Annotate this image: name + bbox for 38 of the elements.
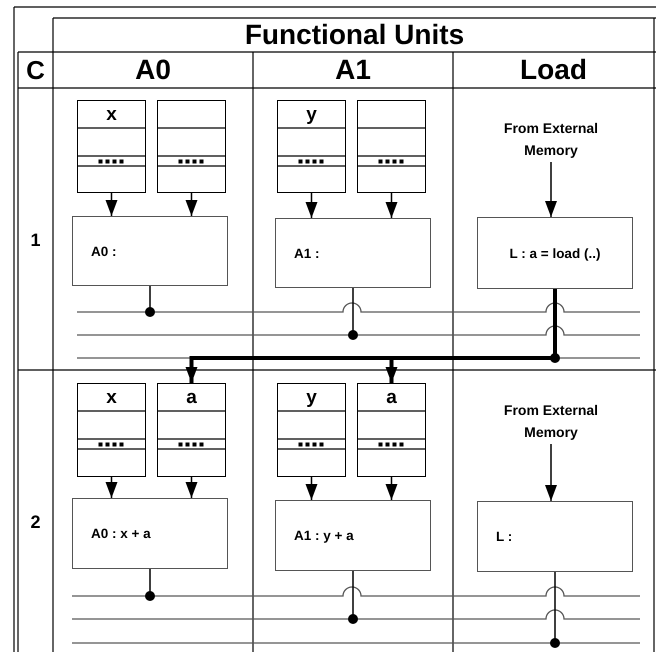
register-file: x (77, 100, 146, 193)
arrow (306, 193, 318, 218)
column-header: Load (520, 54, 587, 86)
register-file: x (77, 383, 146, 477)
arrow (545, 444, 557, 501)
row-number: 2 (30, 512, 40, 532)
arrow (186, 477, 198, 498)
column-header: A1 (335, 54, 371, 86)
dot-connector (145, 286, 155, 317)
dot-connector (348, 571, 358, 624)
row-number: 1 (30, 230, 40, 250)
arrow (106, 477, 118, 498)
register-file: a (357, 383, 426, 477)
arrow (186, 193, 198, 216)
functional-unit-box: L : a = load (..) (477, 217, 633, 289)
dot-connector (550, 572, 560, 648)
memory-source-text: From External Memory (486, 398, 616, 444)
functional-unit-box: L : (477, 501, 633, 572)
arrow (545, 162, 557, 217)
column-header: C (26, 54, 45, 86)
functional-unit-box: A1 : (275, 218, 431, 288)
arrow (106, 193, 118, 216)
register-file: y (277, 383, 346, 477)
arrow (386, 477, 398, 500)
dot-connector (145, 569, 155, 601)
dot-connector (348, 288, 358, 340)
arrow (306, 477, 318, 500)
arrow (386, 193, 398, 218)
functional-unit-box: A1 : y + a (275, 500, 431, 571)
table-title: Functional Units (244, 19, 464, 51)
register-file: y (277, 100, 346, 193)
column-header: A0 (135, 54, 171, 86)
register-file (157, 100, 226, 193)
register-file (357, 100, 426, 193)
memory-source-text: From External Memory (486, 116, 616, 162)
functional-unit-box: A0 : x + a (72, 498, 228, 569)
register-file: a (157, 383, 226, 477)
functional-unit-box: A0 : (72, 216, 228, 286)
